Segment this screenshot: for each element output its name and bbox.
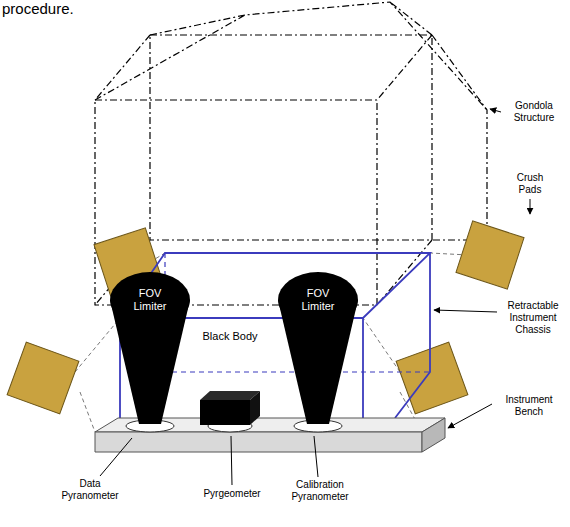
part-name: Pyrgeometer [194,488,270,500]
body-text: procedure. [2,0,122,18]
leader-line [100,109,530,485]
fov-limiter: FOV Limiter [278,272,358,328]
fov-limiter: FOV Limiter [110,272,190,328]
pad-tether [75,253,468,432]
part-name: Crush Pads [505,172,555,196]
part-name: Data Pyranometer [52,478,128,502]
limiter-label: FOV Limiter [127,287,173,312]
part-name: Calibration Pyranometer [280,479,360,503]
limiter-label: FOV Limiter [295,287,341,312]
part-name: Retractable Instrument Chassis [498,300,568,336]
part-name: Instrument Bench [494,394,564,418]
part-name: Black Body [200,330,260,343]
part-name: Gondola Structure [503,100,565,124]
pyrgeometer [200,391,260,425]
